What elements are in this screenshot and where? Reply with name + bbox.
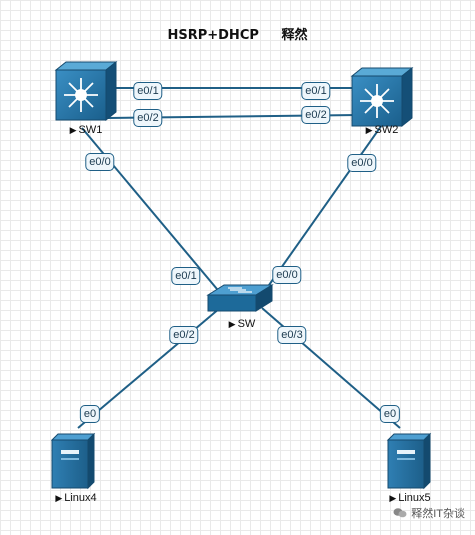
linux4-server-icon[interactable] <box>50 432 96 490</box>
port-label-sw-e01: e0/1 <box>171 267 201 285</box>
play-arrow-icon: ▶ <box>69 125 77 135</box>
device-label-sw: ▶SW <box>228 318 256 330</box>
port-label-sw1-e00: e0/0 <box>85 153 115 171</box>
play-arrow-icon: ▶ <box>55 493 63 503</box>
port-label-sw2-e02: e0/2 <box>301 106 331 124</box>
wechat-icon <box>393 508 407 518</box>
watermark-text: 释然IT杂谈 <box>411 508 465 520</box>
play-arrow-icon: ▶ <box>365 125 373 135</box>
port-label-sw-e00: e0/0 <box>272 266 302 284</box>
device-label-sw2: ▶SW2 <box>365 124 399 136</box>
sw2-l3-switch-icon[interactable] <box>350 66 414 128</box>
watermark: 释然IT杂谈 <box>393 505 465 521</box>
device-label-sw1: ▶SW1 <box>69 124 103 136</box>
port-label-sw-e02: e0/2 <box>169 326 199 344</box>
port-label-sw1-e02: e0/2 <box>133 109 163 127</box>
port-label-linux4-e0: e0 <box>79 405 101 423</box>
diagram-title: HSRP+DHCP 释然 <box>167 28 308 43</box>
sw1-l3-switch-icon[interactable] <box>54 60 118 122</box>
port-label-sw2-e01: e0/1 <box>301 82 331 100</box>
links-layer <box>77 87 401 429</box>
port-label-sw1-e01: e0/1 <box>133 82 163 100</box>
device-label-linux5: ▶Linux5 <box>389 492 431 504</box>
port-label-sw-e03: e0/3 <box>277 326 307 344</box>
device-label-linux4: ▶Linux4 <box>55 492 97 504</box>
play-arrow-icon: ▶ <box>389 493 397 503</box>
linux5-server-icon[interactable] <box>386 432 432 490</box>
play-arrow-icon: ▶ <box>228 319 236 329</box>
sw-l2-switch-icon[interactable] <box>206 284 274 312</box>
port-label-sw2-e00: e0/0 <box>347 154 377 172</box>
port-label-linux5-e0: e0 <box>379 405 401 423</box>
